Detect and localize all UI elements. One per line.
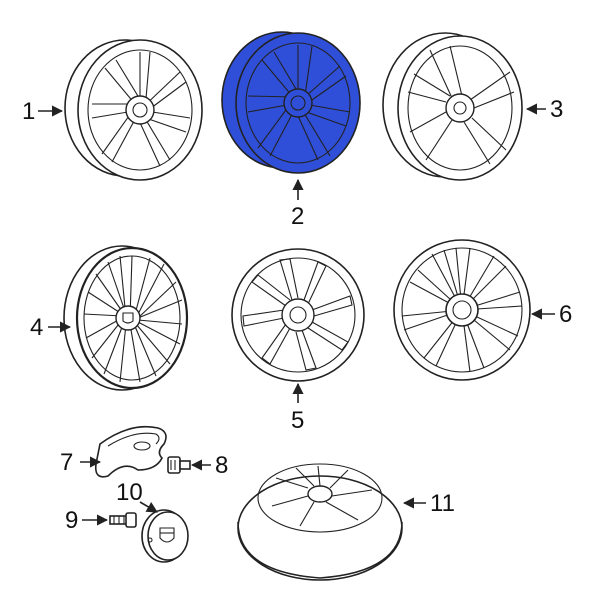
callout-labels: 1 2 3 4 5 6 7 8 9 10 11 xyxy=(22,96,572,534)
callout-9: 9 xyxy=(65,507,78,534)
tpms-sensor-7[interactable] xyxy=(94,425,167,478)
callout-8: 8 xyxy=(215,452,228,479)
callout-6: 6 xyxy=(559,301,572,328)
wheel-4[interactable] xyxy=(63,245,189,391)
callout-2: 2 xyxy=(291,203,304,230)
wheel-5[interactable] xyxy=(231,248,365,382)
spare-wheel-11[interactable] xyxy=(237,463,403,581)
callout-10: 10 xyxy=(116,479,143,506)
callout-arrows xyxy=(38,103,555,526)
wheel-6[interactable] xyxy=(393,239,531,381)
callout-5: 5 xyxy=(291,407,304,434)
wheel-3[interactable] xyxy=(382,32,523,181)
bolt-9[interactable] xyxy=(109,512,137,528)
callout-3: 3 xyxy=(550,96,563,123)
callout-11: 11 xyxy=(430,490,455,517)
valve-stem-8[interactable] xyxy=(167,456,191,474)
callout-7: 7 xyxy=(60,449,73,476)
callout-4: 4 xyxy=(30,314,43,341)
callout-1: 1 xyxy=(22,98,35,125)
wheel-2[interactable] xyxy=(221,31,361,174)
wheel-1[interactable] xyxy=(64,39,203,181)
center-cap-10[interactable] xyxy=(141,509,189,563)
